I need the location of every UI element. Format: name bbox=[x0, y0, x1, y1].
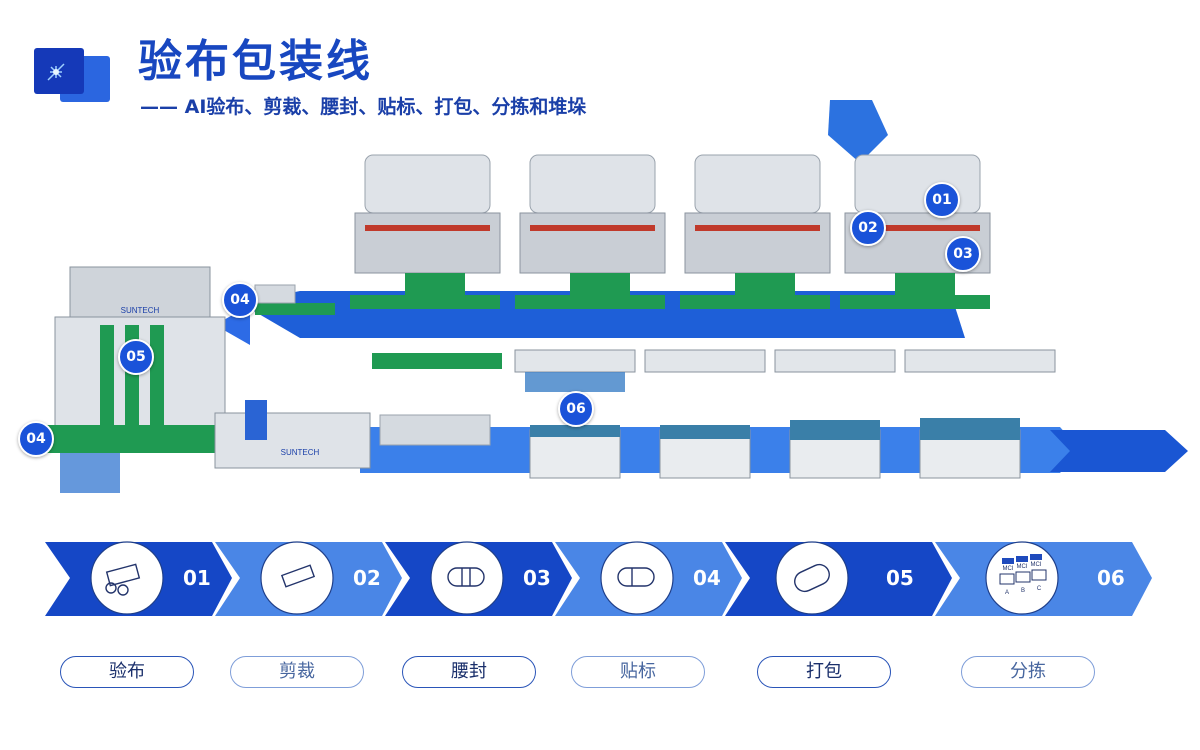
step-number-05: 05 bbox=[886, 566, 914, 590]
sort-bin-a: A bbox=[1005, 590, 1009, 596]
package-icon bbox=[775, 541, 849, 615]
sort-tag-2: MCI bbox=[1017, 564, 1028, 570]
inspection-icon bbox=[90, 541, 164, 615]
sort-bin-b: B bbox=[1021, 588, 1025, 594]
page-title: 验布包装线 bbox=[138, 36, 373, 87]
sort-tag-1: MCI bbox=[1003, 566, 1014, 572]
brand-logo-icon bbox=[34, 48, 110, 102]
badge-sorting-06: 06 bbox=[558, 391, 594, 427]
sort-tag-3: MCI bbox=[1031, 562, 1042, 568]
step-number-02: 02 bbox=[353, 566, 381, 590]
process-flow: MCI MCI MCI A B C bbox=[45, 541, 1152, 616]
badge-inspection-01: 01 bbox=[924, 182, 960, 218]
badge-cutting-02: 02 bbox=[850, 210, 886, 246]
shrink-tunnel: SUNTECH bbox=[214, 400, 371, 469]
label-icon bbox=[600, 541, 674, 615]
step-number-01: 01 bbox=[183, 566, 211, 590]
stacking-bays bbox=[514, 349, 1056, 479]
badge-band-03: 03 bbox=[945, 236, 981, 272]
cutting-icon bbox=[260, 541, 334, 615]
step-number-03: 03 bbox=[523, 566, 551, 590]
step-label-labeling: 贴标 bbox=[571, 656, 705, 688]
tunnel-brand-label: SUNTECH bbox=[281, 448, 320, 457]
inspection-machines bbox=[350, 154, 991, 309]
page-subtitle: —— AI验布、剪裁、腰封、贴标、打包、分拣和堆垛 bbox=[140, 96, 587, 118]
infeed-conveyor bbox=[45, 425, 225, 453]
entry-arrow-icon bbox=[828, 100, 888, 163]
badge-packing-05: 05 bbox=[118, 339, 154, 375]
exit-arrow-icon bbox=[1050, 430, 1188, 472]
step-label-banding: 腰封 bbox=[402, 656, 536, 688]
labeling-conveyor bbox=[255, 303, 335, 315]
sorting-icon bbox=[985, 541, 1059, 615]
badge-labeling-04-top: 04 bbox=[222, 282, 258, 318]
step-label-sorting: 分拣 bbox=[961, 656, 1095, 688]
badge-labeling-04-left: 04 bbox=[18, 421, 54, 457]
step-number-06: 06 bbox=[1097, 566, 1125, 590]
step-label-packing: 打包 bbox=[757, 656, 891, 688]
machine-brand-label: SUNTECH bbox=[121, 306, 160, 315]
lower-transfer-conveyor bbox=[372, 353, 502, 369]
step-label-cutting: 剪裁 bbox=[230, 656, 364, 688]
step-label-inspection: 验布 bbox=[60, 656, 194, 688]
step-number-04: 04 bbox=[693, 566, 721, 590]
band-icon bbox=[430, 541, 504, 615]
production-line-illustration: SUNTECH SUNTECH bbox=[45, 100, 1188, 493]
sort-bin-c: C bbox=[1037, 586, 1042, 592]
